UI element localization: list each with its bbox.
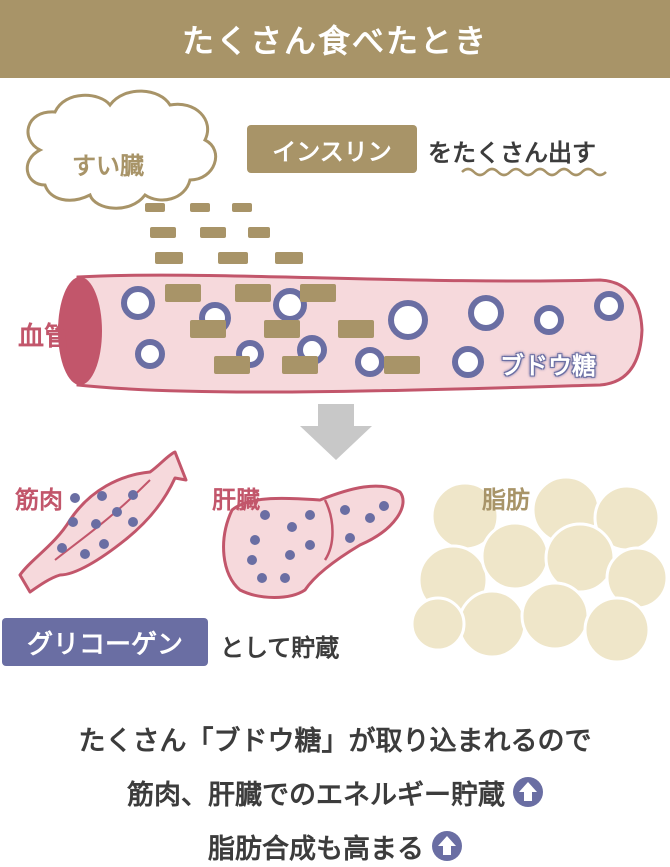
insulin-block <box>218 252 248 264</box>
summary-line-2-text: 筋肉、肝臓でのエネルギー貯蔵 <box>127 779 505 811</box>
glucose-circle <box>388 300 428 340</box>
insulin-block <box>264 320 300 338</box>
insulin-block <box>145 203 165 212</box>
muscle-label: 筋肉 <box>15 486 63 514</box>
insulin-block <box>155 252 183 264</box>
fat-cell <box>480 521 550 591</box>
glucose-circle <box>468 295 504 331</box>
glycogen-tag: グリコーゲン <box>2 618 208 666</box>
glycogen-tag-text: グリコーゲン <box>26 629 183 660</box>
glucose-circle <box>534 305 564 335</box>
header-banner: たくさん食べたとき <box>0 0 670 78</box>
summary-line-3-text: 脂肪合成も高まる <box>208 833 424 865</box>
vessel-label: 血管 <box>18 322 71 352</box>
insulin-block <box>338 320 374 338</box>
insulin-tag: インスリン <box>247 125 417 173</box>
insulin-block <box>235 284 271 302</box>
insulin-block <box>214 356 250 374</box>
insulin-block <box>248 227 270 238</box>
insulin-block <box>150 227 176 238</box>
insulin-block <box>232 203 252 212</box>
insulin-block <box>275 252 303 264</box>
glucose-circle <box>273 288 307 322</box>
glucose-circle <box>121 286 155 320</box>
glycogen-suffix: として貯蔵 <box>220 634 340 662</box>
glucose-circle <box>594 291 624 321</box>
up-arrow-icon <box>432 831 462 861</box>
wavy-underline <box>461 167 607 177</box>
fat-label: 脂肪 <box>482 486 530 514</box>
insulin-suffix: をたくさん出す <box>428 139 596 167</box>
summary-line-2: 筋肉、肝臓でのエネルギー貯蔵 <box>0 772 670 812</box>
header-title: たくさん食べたとき <box>181 22 488 60</box>
insulin-tag-text: インスリン <box>272 137 392 166</box>
down-arrow-icon <box>300 404 372 460</box>
liver-label: 肝臓 <box>212 486 260 514</box>
glucose-circle <box>135 339 165 369</box>
pancreas-label: すい臓 <box>72 152 144 180</box>
fat-cell <box>410 596 466 652</box>
glucose-circle <box>452 346 484 378</box>
insulin-block <box>300 284 336 302</box>
insulin-block <box>384 356 420 374</box>
up-arrow-icon <box>513 777 543 807</box>
insulin-block <box>190 203 210 212</box>
blood-vessel-end <box>58 277 102 385</box>
summary-line-1: たくさん「ブドウ糖」が取り込まれるので <box>0 718 670 758</box>
fat-cell <box>457 589 527 659</box>
insulin-block <box>282 356 318 374</box>
insulin-block <box>200 227 226 238</box>
glucose-label: ブドウ糖 <box>500 352 596 380</box>
fat-cell <box>583 596 651 664</box>
summary-line-1-text: たくさん「ブドウ糖」が取り込まれるので <box>78 725 592 757</box>
insulin-block <box>190 320 226 338</box>
insulin-block <box>165 284 201 302</box>
fat-cell <box>520 581 590 651</box>
summary-line-3: 脂肪合成も高まる <box>0 826 670 866</box>
glucose-circle <box>355 347 385 377</box>
pancreas-cloud <box>25 89 218 210</box>
